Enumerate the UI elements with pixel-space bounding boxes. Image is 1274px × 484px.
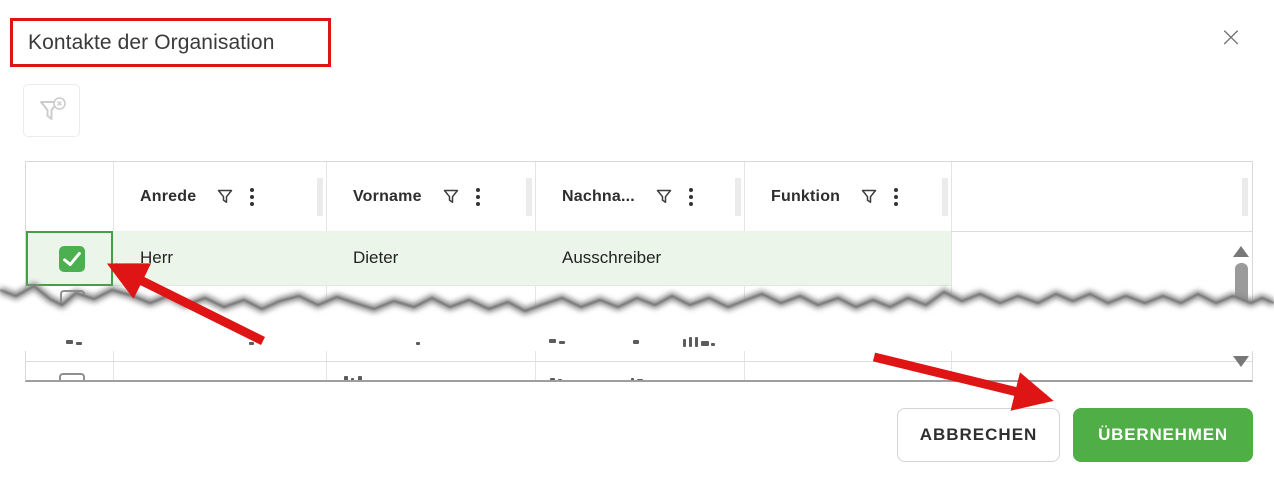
column-header-funktion[interactable]: Funktion (744, 162, 951, 231)
torn-text-fragment (631, 378, 634, 380)
cell-text: Herr (140, 248, 174, 267)
torn-text-fragment (683, 339, 686, 347)
row-divider (26, 361, 1252, 362)
column-label: Anrede (140, 187, 197, 205)
filter-icon[interactable] (861, 189, 877, 204)
cell-funktion[interactable] (744, 231, 951, 286)
column-resize-handle[interactable] (942, 178, 948, 216)
torn-text-fragment (344, 376, 348, 380)
cancel-button[interactable]: ABBRECHEN (897, 408, 1060, 462)
cell-text: Ausschreiber (562, 248, 662, 267)
title-annotation-box: Kontakte der Organisation (10, 18, 331, 67)
filter-icon[interactable] (217, 189, 233, 204)
column-label: Nachna... (562, 187, 635, 205)
close-icon[interactable]: × (1214, 20, 1248, 54)
column-resize-handle[interactable] (1242, 178, 1248, 216)
cell-text: Dieter (353, 248, 399, 267)
column-resize-handle[interactable] (317, 178, 323, 216)
cell-nachname[interactable]: Ausschreiber (535, 231, 744, 286)
column-menu-icon[interactable] (475, 187, 480, 206)
dialog-title: Kontakte der Organisation (28, 30, 275, 54)
torn-text-fragment (559, 341, 565, 344)
column-header-vorname[interactable]: Vorname (326, 162, 535, 231)
torn-text-fragment (695, 337, 698, 347)
column-resize-handle[interactable] (735, 178, 741, 216)
torn-text-fragment (358, 376, 362, 380)
column-menu-icon[interactable] (688, 187, 693, 206)
torn-text-fragment (550, 378, 555, 380)
torn-text-fragment (351, 378, 354, 380)
clear-filter-button[interactable] (23, 84, 80, 137)
column-resize-handle[interactable] (526, 178, 532, 216)
scrollbar-thumb[interactable] (1235, 263, 1248, 305)
torn-text-fragment (76, 342, 82, 345)
check-icon (63, 251, 81, 266)
column-header-anrede[interactable]: Anrede (113, 162, 326, 231)
torn-text-fragment (558, 379, 562, 380)
column-header-nachname[interactable]: Nachna... (535, 162, 744, 231)
column-menu-icon[interactable] (250, 187, 255, 206)
torn-row-checkbox-fragment (60, 290, 85, 315)
filter-icon[interactable] (656, 189, 672, 204)
scrollbar-down-arrow[interactable] (1233, 356, 1249, 367)
contacts-table: Anrede Vorname Nachna... Funktion (25, 161, 1253, 382)
torn-text-fragment (689, 337, 692, 347)
funnel-x-icon (39, 96, 66, 120)
selected-row-checkbox-cell[interactable] (26, 231, 113, 286)
torn-text-fragment (701, 341, 709, 346)
torn-text-fragment (549, 339, 556, 343)
torn-text-fragment (711, 343, 715, 346)
column-menu-icon[interactable] (894, 187, 899, 206)
torn-text-fragment (249, 342, 254, 345)
partial-row-checkbox[interactable] (59, 373, 85, 380)
cell-anrede[interactable]: Herr (113, 231, 326, 286)
cell-vorname[interactable]: Dieter (326, 231, 535, 286)
torn-text-fragment (633, 340, 639, 344)
filter-icon[interactable] (443, 189, 459, 204)
torn-text-fragment (66, 340, 73, 344)
column-label: Funktion (771, 187, 841, 205)
scrollbar-up-arrow[interactable] (1233, 246, 1249, 257)
column-label: Vorname (353, 187, 422, 205)
apply-button[interactable]: ÜBERNEHMEN (1073, 408, 1253, 462)
torn-text-fragment (416, 342, 420, 345)
checkbox-checked[interactable] (59, 245, 85, 272)
torn-text-fragment (637, 379, 643, 380)
column-divider (951, 162, 952, 380)
